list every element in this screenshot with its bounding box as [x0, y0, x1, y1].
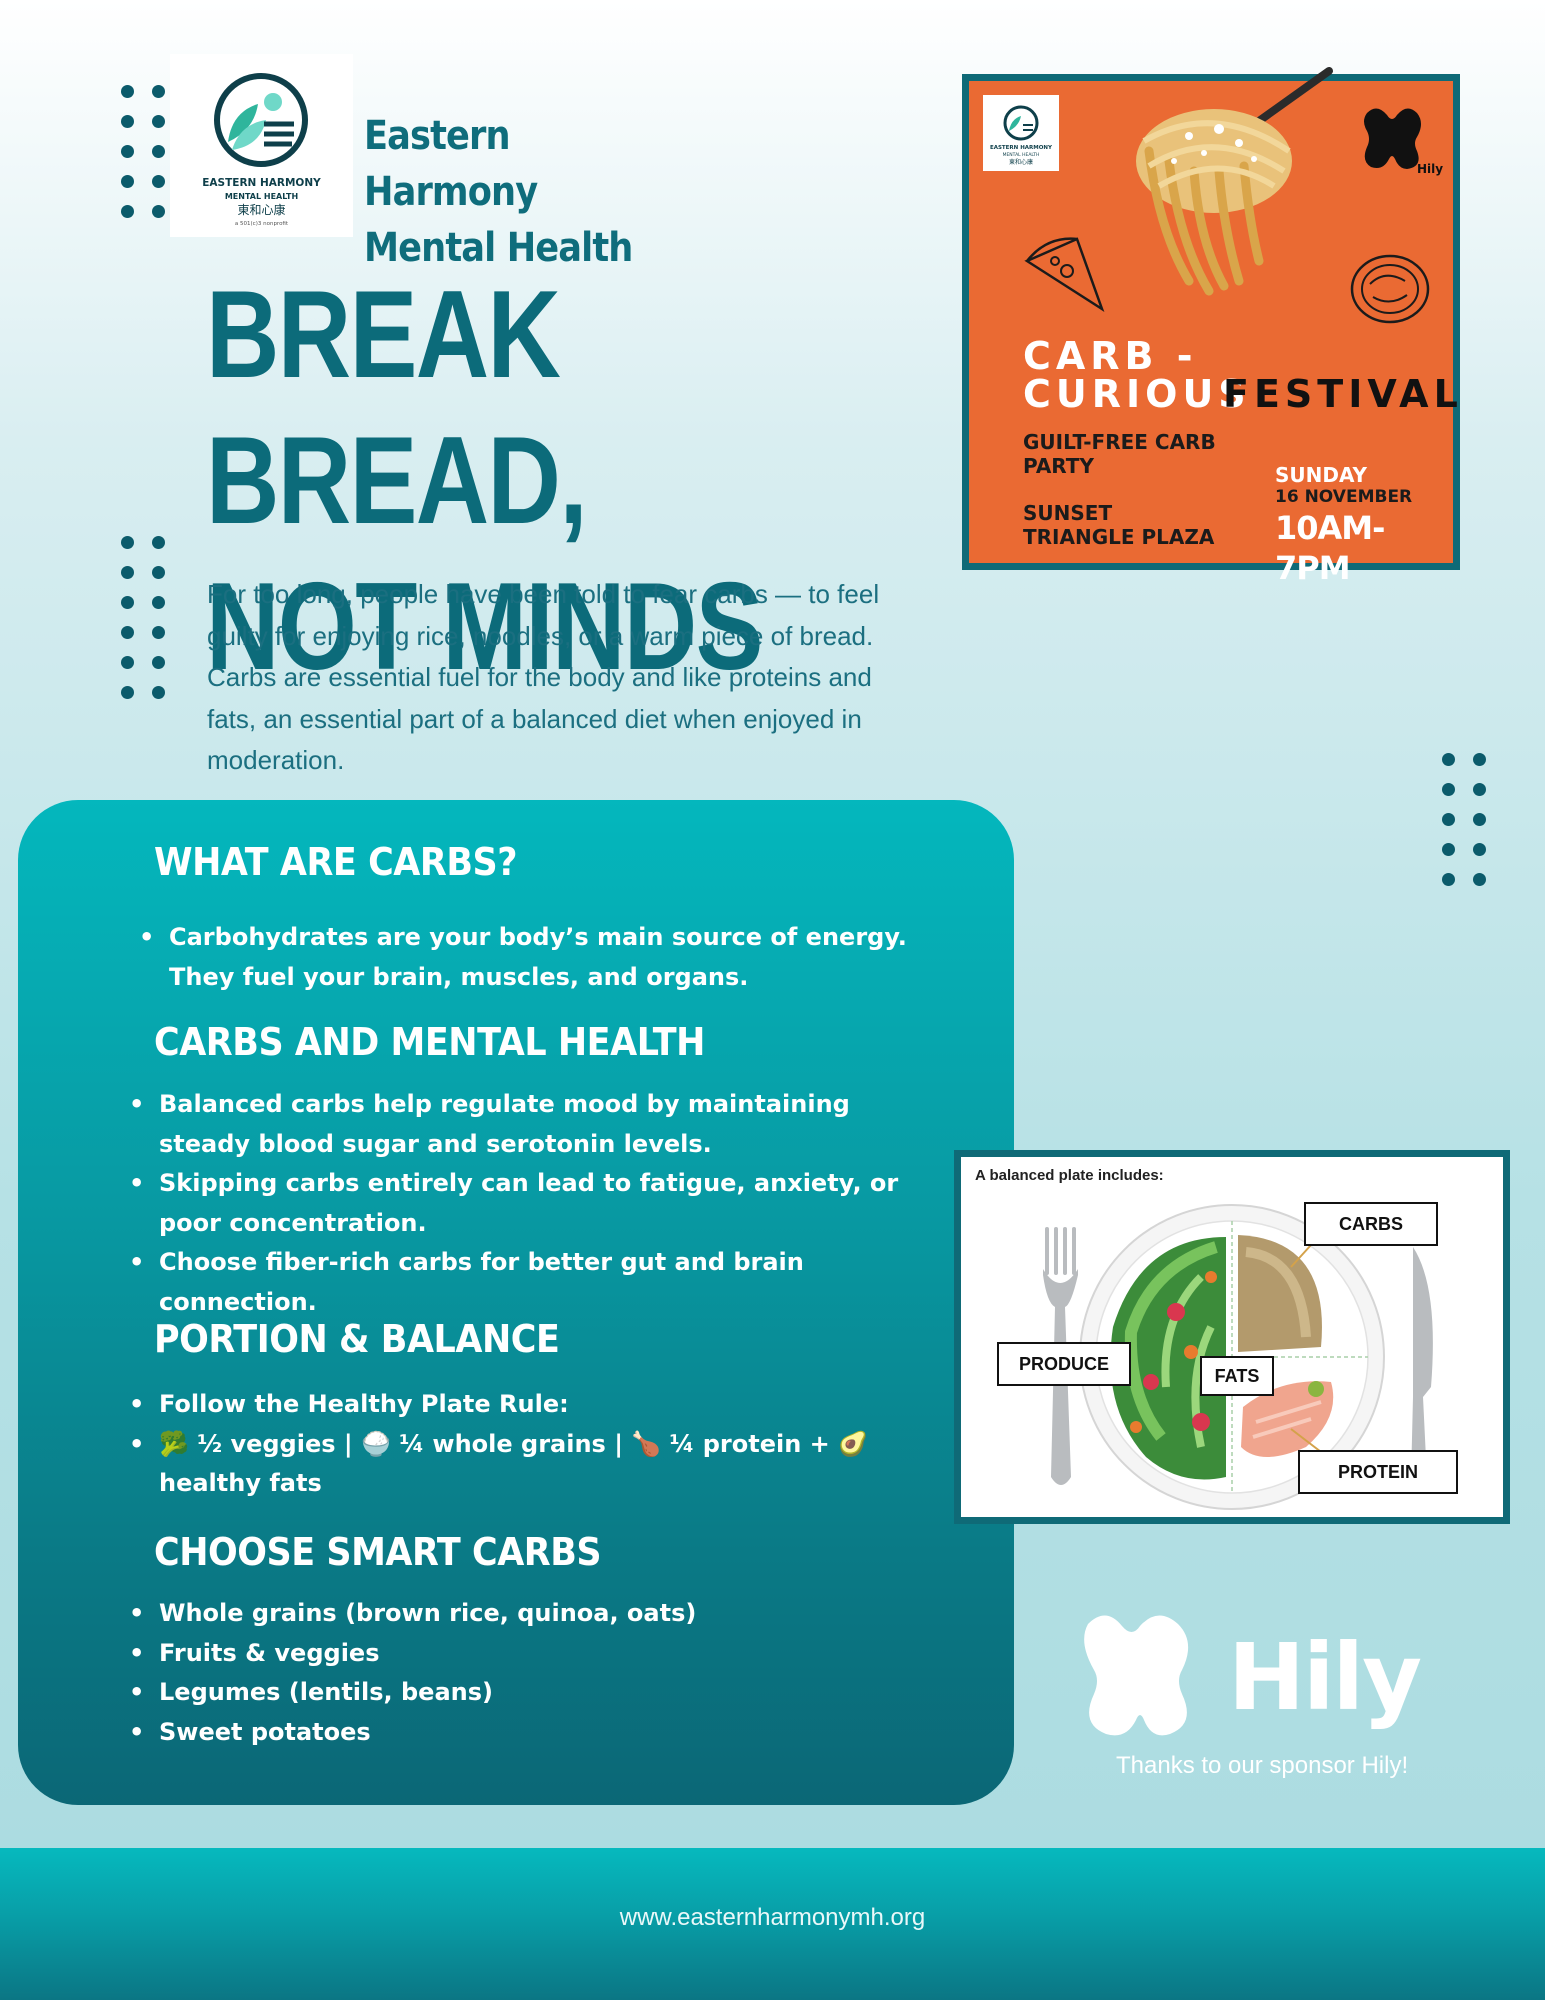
- org-name-line2: Mental Health: [364, 225, 633, 271]
- org-name-line1: Eastern Harmony: [364, 113, 538, 215]
- poster-title-curious: CURIOUS: [1023, 372, 1251, 416]
- decorative-dots-right: [1442, 753, 1486, 886]
- leaf-emblem-icon: EASTERN HARMONY MENTAL HEALTH 東和心康 a 501…: [202, 73, 321, 227]
- poster-logo-line2: MENTAL HEALTH: [1003, 152, 1040, 158]
- sponsor-name: Hily: [1228, 1624, 1422, 1731]
- list-item: Legumes (lentils, beans): [129, 1673, 919, 1713]
- poster-subtitle-line1: GUILT-FREE CARB: [1023, 430, 1216, 454]
- logo-text-tagline: a 501(c)3 nonprofit: [235, 221, 289, 227]
- decorative-dots-mid-left: [121, 536, 165, 699]
- list-item: Whole grains (brown rice, quinoa, oats): [129, 1594, 919, 1634]
- intro-paragraph: For too long, people have been told to f…: [207, 579, 880, 775]
- leaf-emblem-icon: EASTERN HARMONY MENTAL HEALTH 東和心康: [990, 105, 1053, 166]
- list-item: Skipping carbs entirely can lead to fati…: [129, 1164, 919, 1243]
- poster-date: 16 NOVEMBER: [1275, 487, 1413, 507]
- list-item: Sweet potatoes: [129, 1713, 919, 1753]
- organization-logo: EASTERN HARMONY MENTAL HEALTH 東和心康 a 501…: [170, 54, 353, 237]
- logo-text-line1: EASTERN HARMONY: [202, 177, 321, 189]
- section-title-what-are-carbs: WHAT ARE CARBS?: [154, 840, 518, 884]
- organization-name: Eastern Harmony Mental Health: [364, 108, 646, 276]
- what-are-carbs-list: Carbohydrates are your body’s main sourc…: [139, 918, 919, 997]
- list-item: Follow the Healthy Plate Rule:: [129, 1385, 959, 1425]
- headline-line1: BREAK BREAD,: [206, 266, 588, 550]
- poster-brand: Hily: [1417, 162, 1443, 176]
- plate-label-fats: FATS: [1200, 1356, 1274, 1396]
- poster-location-line1: SUNSET: [1023, 501, 1113, 525]
- plate-label-produce: PRODUCE: [997, 1342, 1131, 1386]
- section-title-portion-balance: PORTION & BALANCE: [154, 1317, 560, 1361]
- carbs-mental-health-list: Balanced carbs help regulate mood by mai…: [129, 1085, 919, 1322]
- poster-title-line1: CARB -: [1023, 334, 1198, 378]
- poster-time: 10AM-7PM: [1275, 509, 1385, 587]
- list-item: Balanced carbs help regulate mood by mai…: [129, 1085, 919, 1164]
- list-item: 🥦 ½ veggies | 🍚 ¼ whole grains | 🍗 ¼ pro…: [129, 1425, 959, 1504]
- pasta-fork-illustration: [1136, 67, 1333, 296]
- footer-website-link[interactable]: www.easternharmonymh.org: [619, 1904, 926, 1931]
- poster-day: SUNDAY: [1275, 463, 1368, 487]
- plate-label-carbs: CARBS: [1304, 1202, 1438, 1246]
- poster-org-logo: EASTERN HARMONY MENTAL HEALTH 東和心康: [983, 95, 1059, 171]
- knife-icon: [1411, 1247, 1433, 1486]
- balanced-plate-figure: A balanced plate includes:: [954, 1150, 1510, 1524]
- footer-band: www.easternharmonymh.org: [0, 1848, 1545, 2000]
- list-item: Carbohydrates are your body’s main sourc…: [139, 918, 919, 997]
- decorative-dots-top-left: [121, 85, 165, 218]
- poster-location-line2: TRIANGLE PLAZA: [1023, 525, 1215, 549]
- food-bowl-icon: [1350, 254, 1430, 324]
- logo-text-line2: MENTAL HEALTH: [225, 192, 298, 201]
- page-headline: BREAK BREAD, NOT MINDS: [206, 262, 829, 700]
- poster-logo-chinese: 東和心康: [1009, 158, 1033, 166]
- choose-smart-carbs-list: Whole grains (brown rice, quinoa, oats) …: [129, 1594, 919, 1753]
- poster-title-festival: FESTIVAL: [1223, 372, 1463, 416]
- poster-subtitle-line2: PARTY: [1023, 454, 1094, 478]
- plate-label-protein: PROTEIN: [1298, 1450, 1458, 1494]
- section-title-choose-smart-carbs: CHOOSE SMART CARBS: [154, 1530, 602, 1574]
- logo-text-chinese: 東和心康: [237, 202, 285, 217]
- sponsor-thanks: Thanks to our sponsor Hily!: [1116, 1752, 1409, 1779]
- list-item: Choose fiber-rich carbs for better gut a…: [129, 1243, 919, 1322]
- pizza-slice-icon: [1024, 237, 1105, 313]
- poster-logo-line1: EASTERN HARMONY: [990, 145, 1053, 151]
- headline-line2: NOT MINDS: [206, 558, 763, 696]
- festival-poster: EASTERN HARMONY MENTAL HEALTH 東和心康 Hily: [962, 67, 1463, 587]
- portion-balance-list: Follow the Healthy Plate Rule: 🥦 ½ veggi…: [129, 1385, 959, 1504]
- hily-logo-icon: [1084, 1615, 1189, 1736]
- section-title-carbs-mental-health: CARBS AND MENTAL HEALTH: [154, 1020, 705, 1064]
- list-item: Fruits & veggies: [129, 1634, 919, 1674]
- plate-caption: A balanced plate includes:: [975, 1167, 1164, 1184]
- hily-logo-icon: Hily: [1364, 108, 1443, 176]
